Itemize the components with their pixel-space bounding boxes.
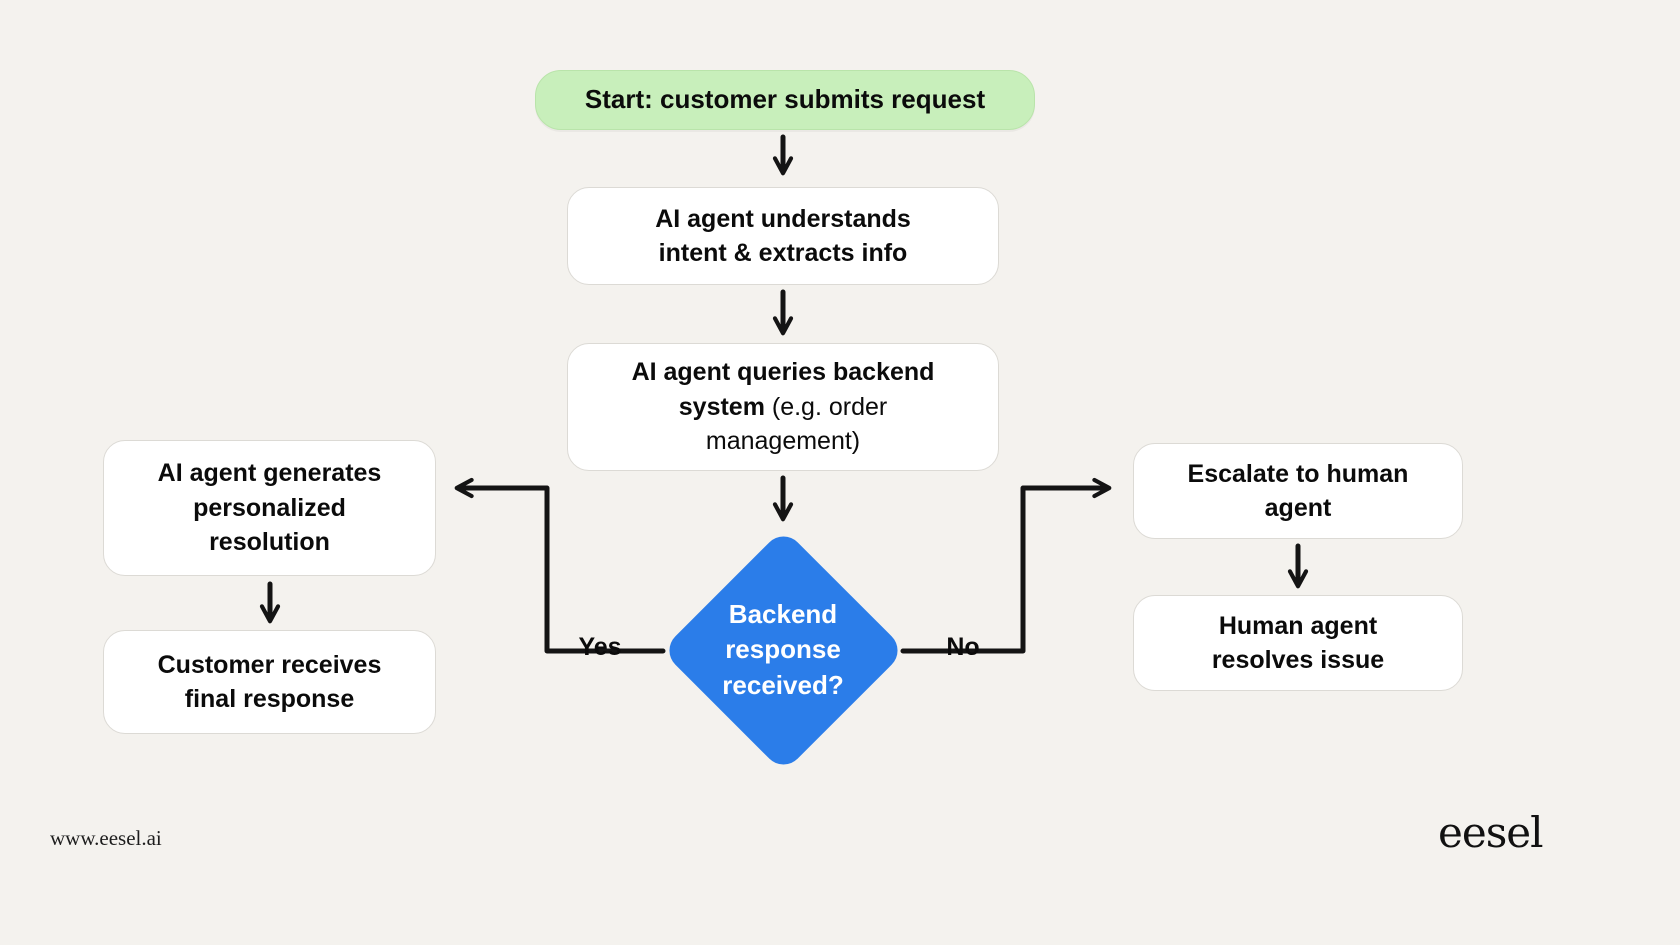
node-generate-resolution: AI agent generates personalized resoluti… <box>103 440 436 576</box>
node-query-backend-label-bold: AI agent queries backend system <box>631 358 935 421</box>
edge-label-no: No <box>946 633 980 661</box>
node-customer-receives-label: Customer receives final response <box>157 650 382 714</box>
node-human-resolves: Human agent resolves issue <box>1133 595 1463 691</box>
node-decision: Backend response received? <box>683 585 883 715</box>
node-escalate-label: Escalate to human agent <box>1187 459 1409 523</box>
node-start-label: Start: customer submits request <box>584 84 986 115</box>
node-customer-receives: Customer receives final response <box>103 630 436 734</box>
node-query-backend: AI agent queries backend system (e.g. or… <box>567 343 999 471</box>
node-decision-label: Backend response received? <box>722 599 844 700</box>
arrow-decision-yes-to-generate <box>454 477 666 654</box>
node-generate-resolution-label: AI agent generates personalized resoluti… <box>157 459 382 557</box>
node-query-backend-label-rest: (e.g. order management) <box>705 392 888 456</box>
node-escalate: Escalate to human agent <box>1133 443 1463 539</box>
brand-logo: eesel <box>1438 808 1544 857</box>
edge-label-yes: Yes <box>578 633 622 661</box>
node-query-backend-label: AI agent queries backend system (e.g. or… <box>611 355 956 459</box>
node-start: Start: customer submits request <box>535 70 1035 130</box>
node-human-resolves-label: Human agent resolves issue <box>1211 611 1385 675</box>
node-understand-label: AI agent understands intent & extracts i… <box>655 204 911 268</box>
footer-url: www.eesel.ai <box>50 826 162 850</box>
arrow-decision-no-to-escalate <box>900 477 1112 654</box>
node-understand: AI agent understands intent & extracts i… <box>567 187 999 285</box>
